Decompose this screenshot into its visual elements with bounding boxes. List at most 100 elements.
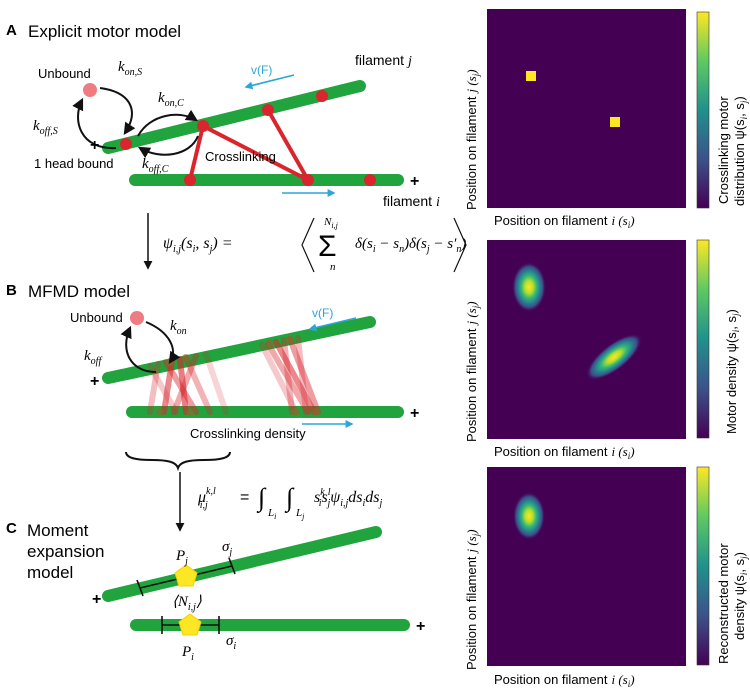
- eq2-ds2: ds: [365, 489, 379, 506]
- plus-end-top-b: +: [90, 373, 99, 390]
- heatmap-1-xlabel: Position on filament: [494, 213, 608, 228]
- heatmap-1-cbar-sub2: j: [739, 100, 749, 104]
- heatmap-1-cbar-mid: , s: [732, 103, 747, 117]
- unbound-label: Unbound: [38, 66, 91, 81]
- heatmap-1-ylabel-sub: j: [471, 73, 481, 77]
- velocity-label: v(F): [251, 63, 272, 77]
- heatmap-3-peak: [513, 492, 545, 540]
- k-on-s-label: k: [118, 59, 125, 75]
- eq2-s1-k: k: [320, 487, 325, 498]
- k-on-s-sub: on,S: [125, 67, 143, 78]
- eq1-psi: ψ: [163, 235, 174, 252]
- sigma-i-sub: i: [233, 641, 236, 652]
- svg-text:ψi,j(si, sj) =: ψi,j(si, sj) =: [163, 235, 232, 255]
- svg-text:density ψ(si, sj): density ψ(si, sj): [732, 552, 749, 640]
- eq2-s1-i: i: [319, 498, 322, 509]
- heatmap-2: Position on filamentj (sj) Position on f…: [464, 239, 741, 461]
- svg-text:δ(si − sn)δ(sj − s′n): δ(si − sn)δ(sj − s′n): [355, 236, 466, 255]
- heatmap-2-xlabel-end: ): [629, 444, 634, 459]
- eq1-body-n2: n: [456, 244, 461, 255]
- eq1-body-n1: n: [399, 244, 404, 255]
- heatmap-2-peak-2: [586, 333, 642, 381]
- eq1-psi-sub: i,j: [173, 244, 181, 255]
- svg-text:σj: σj: [222, 539, 232, 558]
- panel-b-letter: B: [6, 282, 17, 299]
- heatmap-1-xlabel-sub: i: [628, 220, 631, 230]
- eq1-body-j: j: [425, 244, 430, 255]
- crosslinking-label: Crosslinking: [205, 149, 276, 164]
- heatmap-3-plot: [487, 467, 686, 666]
- svg-text:Pj: Pj: [175, 548, 188, 567]
- crosslink-cloud-left: [147, 351, 229, 415]
- sigma-j-sub: j: [227, 547, 232, 558]
- eq1-arg-i: i: [193, 244, 196, 255]
- svg-text:koff,C: koff,C: [142, 156, 169, 175]
- kon-c-arrow: [137, 109, 199, 137]
- heatmap-1-xlabel-end: ): [629, 213, 634, 228]
- pi-label: P: [181, 644, 191, 660]
- eq2-int-sub1: L: [267, 507, 274, 519]
- psi-equation: ψi,j(si, sj) = Σ Ni,j n δ(si − sn)δ(sj −…: [163, 216, 467, 273]
- heatmap-3-xlabel-sym: i (s: [611, 672, 627, 687]
- eq2-s2-l: l: [328, 487, 331, 498]
- plus-end-top: +: [90, 137, 99, 154]
- unbound-motor-b: [130, 311, 144, 325]
- eq1-body-mid2: )δ(s: [403, 236, 427, 252]
- heatmap-2-cbar-line1: Motor density ψ(s: [724, 332, 739, 434]
- svg-text:Position on filamentj (sj): Position on filamentj (sj): [464, 69, 481, 210]
- crosslink-cloud-right: [259, 335, 321, 415]
- n-ij-sub: i,j: [188, 602, 196, 613]
- eq2-psi-sub: i,j: [340, 498, 348, 509]
- eq1-body-i: i: [373, 244, 376, 255]
- eq1-args-end: ) =: [211, 235, 232, 252]
- svg-text:Motor density ψ(si, sj): Motor density ψ(si, sj): [724, 309, 741, 434]
- pj-sub: j: [183, 556, 188, 567]
- panel-c-letter: C: [6, 520, 17, 537]
- heatmap-2-xlabel-sub: i: [628, 451, 631, 461]
- koff-arrow: [120, 325, 157, 373]
- heatmap-2-ylabel-sym: j (s: [464, 308, 479, 326]
- motor-head: [364, 174, 376, 186]
- panel-a-title: Explicit motor model: [28, 22, 181, 41]
- panel-c-title-3: model: [27, 563, 73, 582]
- panel-b-title: MFMD model: [28, 282, 130, 301]
- filament-i-symbol: i: [436, 195, 440, 210]
- heatmap-1-xlabel-sym: i (s: [611, 213, 627, 228]
- kon-s-arrow: [99, 87, 136, 136]
- eq1-sigma: Σ: [318, 230, 337, 263]
- filament-i-label: filament: [383, 193, 432, 209]
- eq1-body-mid1: − s: [376, 236, 400, 252]
- velocity-arrow-top: [244, 74, 295, 90]
- eq2-s1: s: [314, 489, 320, 506]
- eq2-s2-j: j: [325, 498, 330, 509]
- panel-c: C Moment expansion model Pj σj ⟨Ni,j⟩ σi…: [6, 520, 425, 663]
- heatmap-2-cbar-mid: , s: [724, 316, 739, 330]
- heatmap-3-cbar-sub2: j: [739, 556, 749, 560]
- heatmap-3-xlabel: Position on filament: [494, 672, 608, 687]
- motor-link-1: [188, 125, 205, 181]
- svg-text:Position on filamentj (sj): Position on filamentj (sj): [464, 301, 481, 442]
- heatmap-3-cbar-sub1: i: [739, 572, 749, 575]
- heatmap-2-xlabel-sym: i (s: [611, 444, 627, 459]
- eq1-body: δ(s: [355, 236, 373, 252]
- heatmap-1-cbar-line2: distribution ψ(s: [732, 119, 747, 206]
- pj-pentagon: [174, 564, 198, 587]
- heatmap-1-plot: [487, 9, 686, 208]
- heatmap-2-colorbar: [696, 239, 710, 439]
- pj-label: P: [175, 548, 185, 564]
- eq1-body-mid3: − s′: [430, 236, 457, 252]
- filament-j-symbol: j: [406, 54, 412, 69]
- plus-end-bottom: +: [410, 173, 419, 190]
- svg-text:σi: σi: [226, 633, 236, 652]
- velocity-arrow-top-b: [308, 317, 357, 332]
- eq1-left-angle: [301, 217, 315, 273]
- svg-text:Li: Li: [267, 507, 276, 521]
- eq1-right-angle: [453, 217, 467, 273]
- eq2-ds2-j: j: [378, 498, 383, 509]
